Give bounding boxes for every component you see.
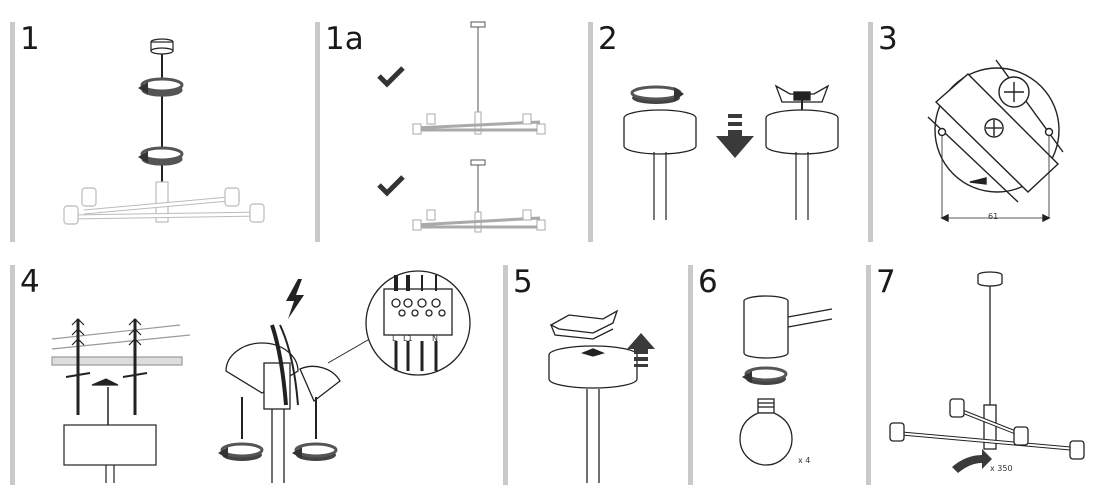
step-1-illustration	[63, 38, 265, 225]
panel-divider	[688, 265, 693, 485]
dimension-label: 61	[988, 212, 998, 221]
panel-divider	[315, 22, 320, 242]
step-4-illustration: L L1 N	[51, 270, 471, 483]
step-7-illustration: x 350	[889, 271, 1085, 473]
rotate-arrow-icon	[138, 146, 184, 166]
step-7-panel: 7 x 350	[866, 265, 1103, 485]
panel-divider	[866, 265, 871, 485]
rotate-arrow-icon	[138, 77, 184, 97]
panel-divider	[10, 22, 15, 242]
rotate-arrow-icon	[292, 442, 338, 461]
step-number: 2	[598, 21, 618, 57]
step-3-panel: 3 61	[868, 22, 1103, 242]
step-1a-panel: 1a	[315, 21, 575, 242]
torque-label: x 350	[990, 464, 1013, 473]
rotate-arrow-icon	[218, 442, 264, 461]
panel-divider	[503, 265, 508, 485]
step-1-panel: 1	[10, 22, 300, 242]
step-number: 4	[20, 264, 40, 300]
panel-divider	[588, 22, 593, 242]
step-number: 3	[878, 21, 898, 57]
step-number: 7	[876, 264, 896, 300]
step-1a-illustration	[377, 21, 546, 233]
step-2-panel: 2	[588, 22, 856, 242]
step-number: 1a	[325, 21, 364, 57]
step-3-illustration: 61	[927, 59, 1064, 223]
terminal-label-L1: L1	[403, 334, 413, 343]
step-6-panel: 6 x 4	[688, 265, 856, 485]
rotate-arrow-icon	[630, 85, 684, 104]
up-arrow-icon	[627, 333, 655, 367]
panel-divider	[10, 265, 15, 485]
terminal-label-N: N	[432, 334, 438, 343]
panel-divider	[868, 22, 873, 242]
lightning-icon	[286, 279, 304, 319]
step-number: 6	[698, 264, 718, 300]
down-arrow-icon	[716, 114, 754, 158]
check-icon	[377, 175, 405, 197]
check-icon	[377, 66, 405, 88]
terminal-label-L: L	[392, 334, 397, 343]
step-5-panel: 5	[503, 265, 678, 485]
step-6-illustration: x 4	[739, 295, 833, 466]
step-5-illustration	[548, 309, 655, 483]
step-2-illustration	[623, 84, 839, 220]
bulb-quantity: x 4	[798, 456, 810, 465]
step-number: 1	[20, 21, 40, 57]
step-4-panel: 4	[10, 265, 488, 485]
rotate-arrow-icon	[952, 449, 992, 473]
rotate-arrow-icon	[742, 366, 788, 385]
step-number: 5	[513, 264, 533, 300]
